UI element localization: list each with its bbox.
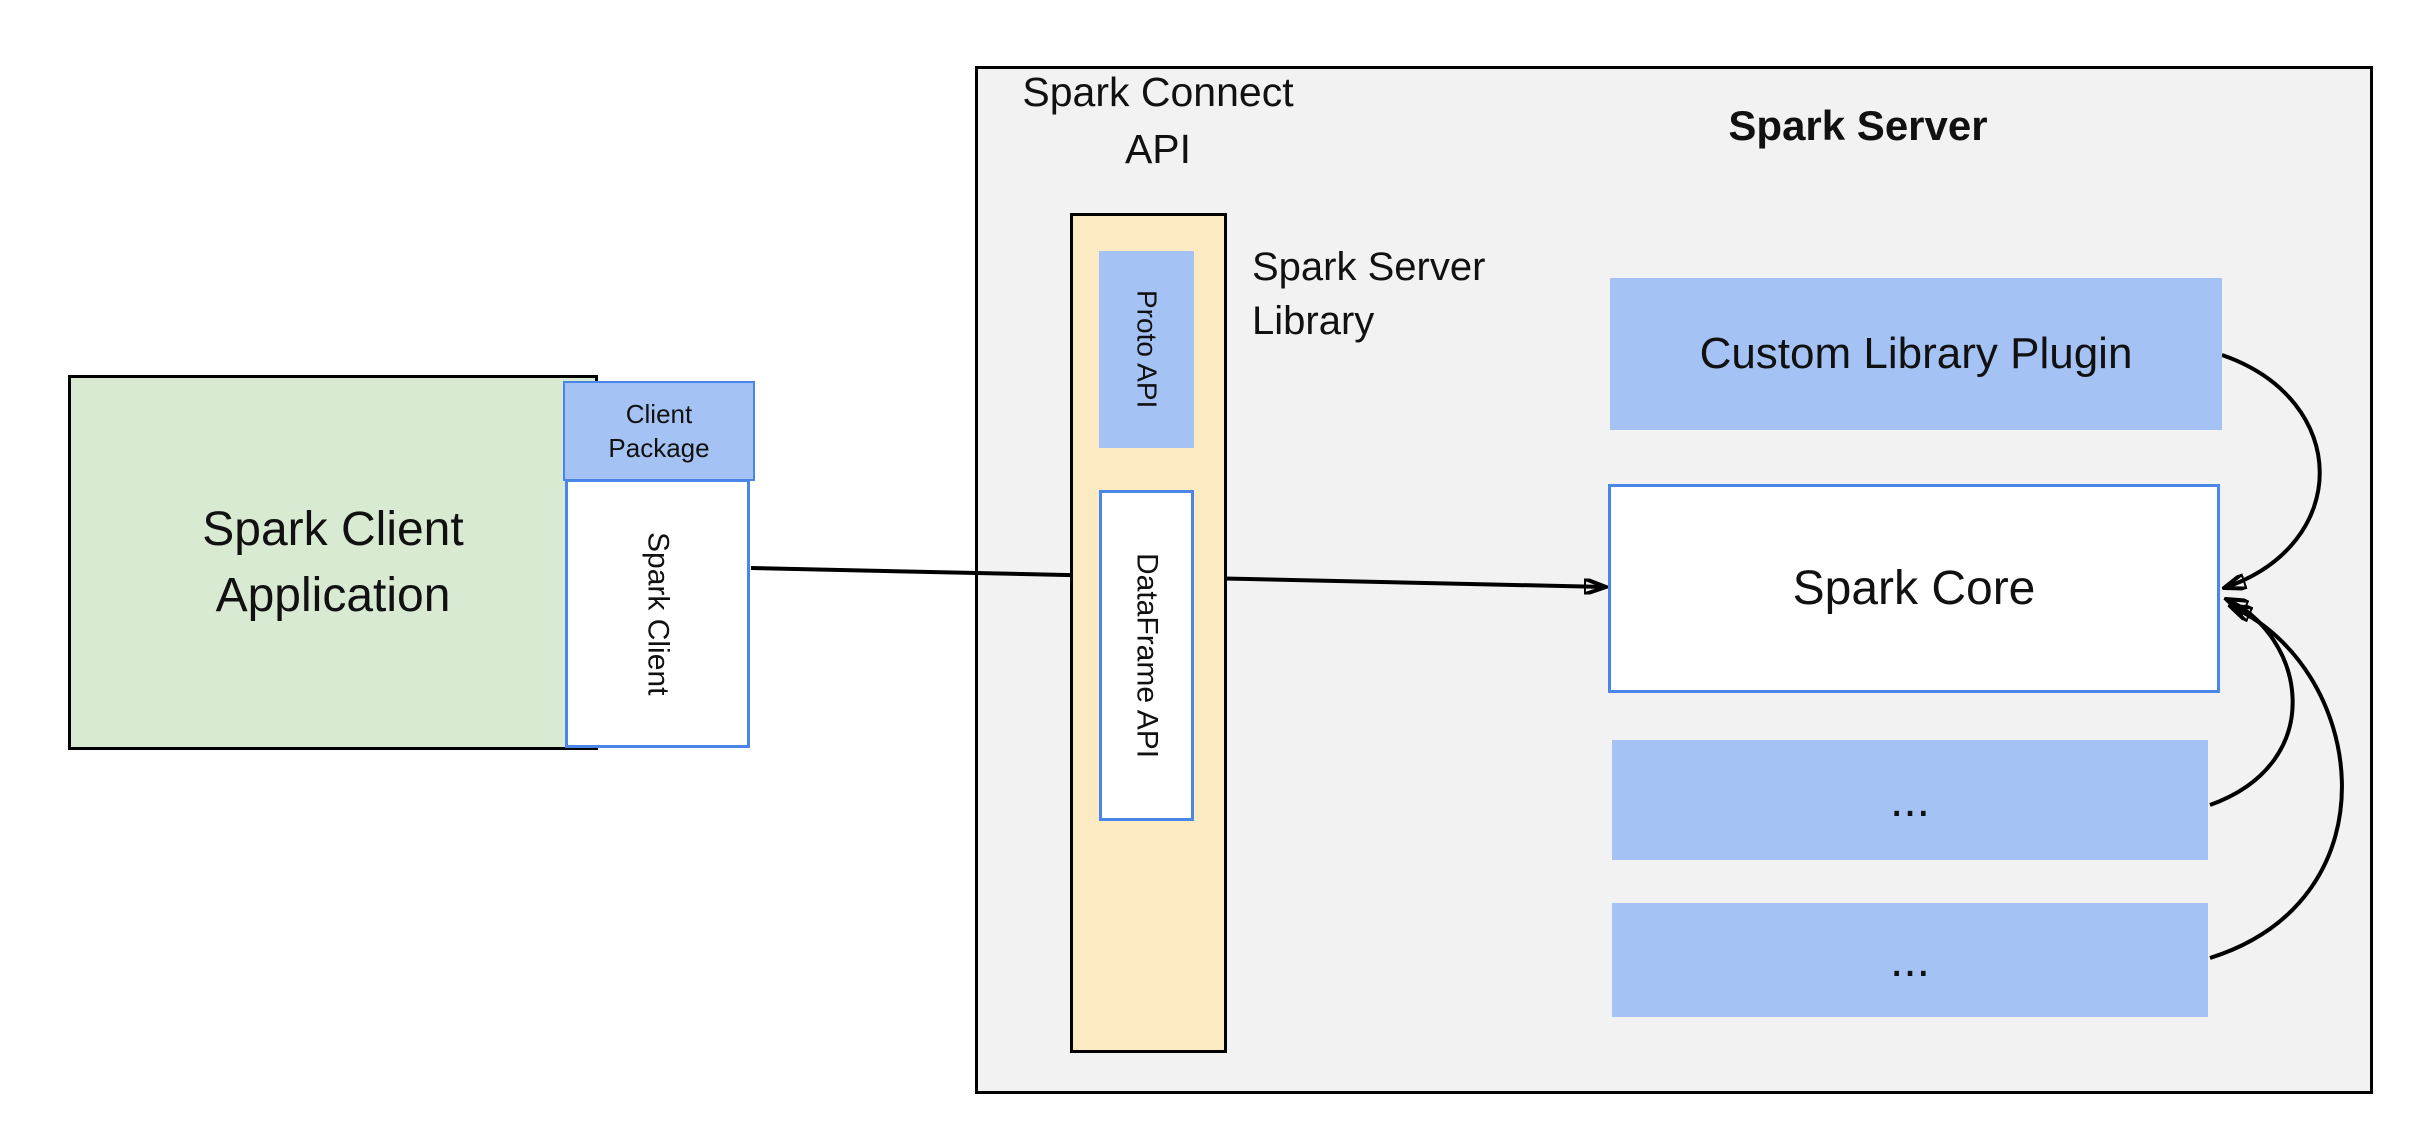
proto-api-label: Proto API — [1131, 290, 1163, 409]
custom-library-plugin-box: Custom Library Plugin — [1610, 278, 2222, 430]
ellipsis-box-2: ... — [1612, 903, 2208, 1017]
spark-server-library-label: Spark Server Library — [1252, 245, 1486, 343]
client-package-label: Client Package — [608, 399, 710, 463]
client-package-box: Client Package — [563, 381, 755, 481]
spark-server-title: Spark Server — [1728, 102, 1988, 149]
spark-core-box: Spark Core — [1608, 484, 2220, 693]
dataframe-api-box: DataFrame API — [1099, 490, 1194, 821]
custom-library-plugin-label: Custom Library Plugin — [1699, 329, 2133, 378]
spark-client-label: Spark Client — [641, 531, 675, 696]
spark-client-box: Spark Client — [565, 479, 750, 748]
proto-api-box: Proto API — [1099, 251, 1194, 448]
spark-client-application-box: Spark Client Application — [68, 375, 598, 750]
spark-core-label: Spark Core — [1792, 562, 2036, 615]
ellipsis-1-label: ... — [1889, 773, 1930, 827]
ellipsis-box-1: ... — [1612, 740, 2208, 860]
spark-client-application-label: Spark Client Application — [202, 502, 464, 622]
dataframe-api-label: DataFrame API — [1130, 552, 1164, 759]
ellipsis-2-label: ... — [1889, 933, 1930, 987]
spark-connect-api-label: Spark Connect API — [1022, 69, 1294, 172]
